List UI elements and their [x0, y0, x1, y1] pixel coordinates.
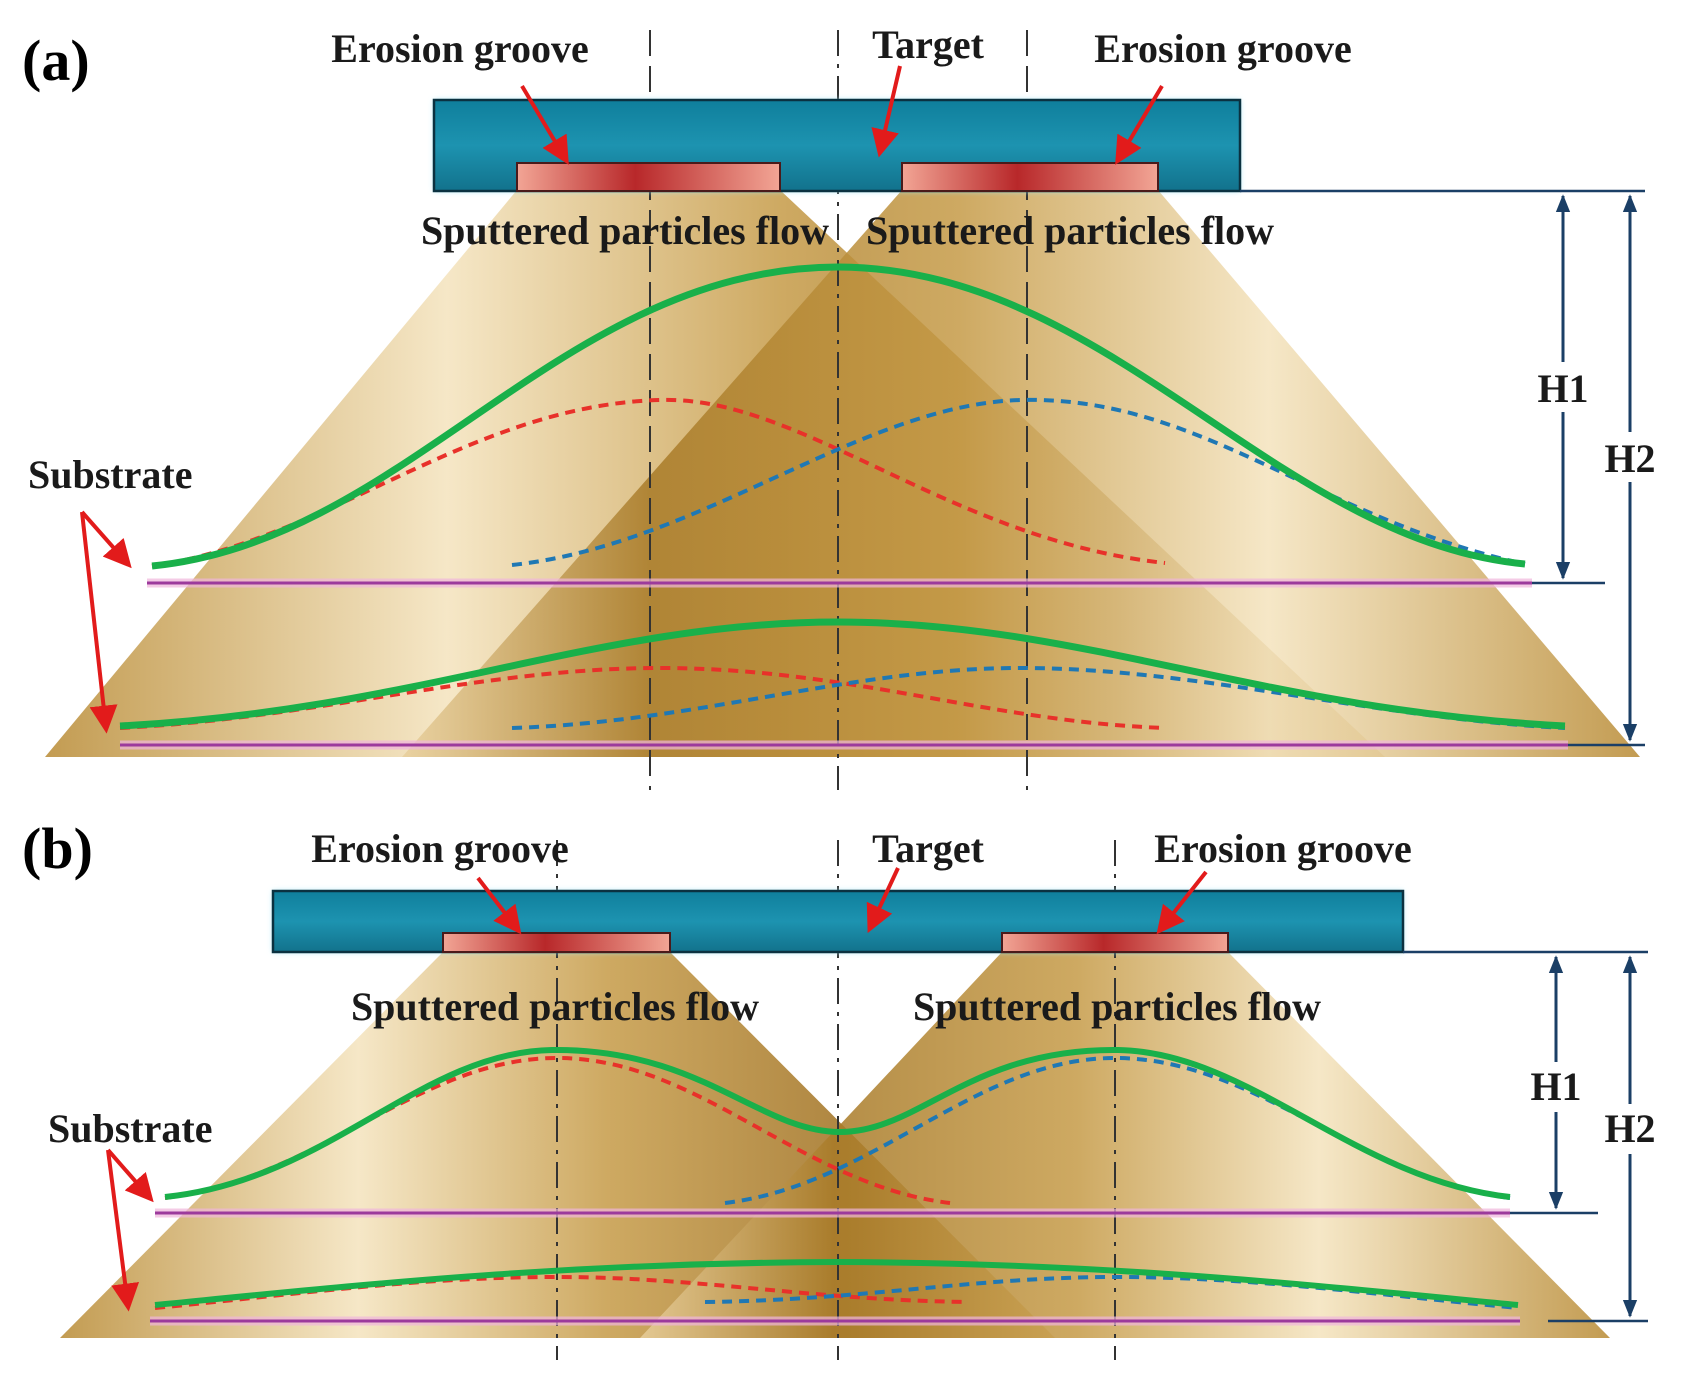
erosion-groove-right — [1001, 932, 1229, 953]
label-erosion-groove-right: Erosion groove — [1154, 826, 1411, 871]
label-target: Target — [872, 22, 985, 67]
label-target: Target — [872, 826, 985, 871]
erosion-groove-left — [516, 162, 781, 192]
profile-total-h1 — [164, 1046, 1511, 1200]
arrow-substrate-top — [106, 1148, 154, 1203]
arrow-groove-left — [476, 876, 522, 935]
panel-label-a: (a) — [22, 28, 90, 93]
arrow-substrate-top — [80, 510, 132, 569]
label-h2: H2 — [1604, 436, 1655, 481]
panel-a: (a) Erosion groove Target Erosion groove… — [22, 22, 1667, 790]
arrow-substrate-bottom — [80, 511, 118, 734]
arrow-groove-right — [1156, 870, 1208, 935]
arrow-target — [871, 65, 902, 158]
h2-label-bg — [1593, 432, 1667, 482]
h1-label-bg — [1525, 362, 1603, 412]
flow-cone-right — [640, 952, 1610, 1338]
label-h1: H1 — [1537, 366, 1588, 411]
label-substrate: Substrate — [48, 1106, 212, 1151]
label-flow-left: Sputtered particles flow — [351, 984, 759, 1029]
panel-label-b: (b) — [22, 816, 93, 881]
label-h2: H2 — [1604, 1106, 1655, 1151]
panel-b: (b) Erosion groove Target Erosion groove… — [22, 816, 1667, 1360]
label-erosion-groove-right: Erosion groove — [1094, 26, 1351, 71]
arrow-groove-right — [1115, 84, 1164, 165]
profile-total-h2 — [119, 618, 1566, 730]
profile-total-h2 — [154, 1258, 1519, 1308]
flow-cone-right — [402, 190, 1640, 757]
label-substrate: Substrate — [28, 452, 192, 497]
arrow-target — [866, 867, 900, 934]
label-erosion-groove-left: Erosion groove — [331, 26, 588, 71]
label-flow-right: Sputtered particles flow — [913, 984, 1321, 1029]
profile-total-h1 — [151, 263, 1526, 570]
label-h1: H1 — [1530, 1064, 1581, 1109]
profile-right-groove-h2 — [511, 665, 1566, 730]
erosion-groove-right — [901, 162, 1159, 192]
h2-label-bg — [1593, 1104, 1667, 1154]
erosion-groove-left — [442, 932, 671, 953]
label-erosion-groove-left: Erosion groove — [311, 826, 568, 871]
arrow-groove-left — [520, 84, 569, 165]
arrow-substrate-bottom — [106, 1149, 140, 1312]
label-flow-right: Sputtered particles flow — [866, 208, 1274, 253]
h1-label-bg — [1518, 1062, 1596, 1112]
label-flow-left: Sputtered particles flow — [421, 208, 829, 253]
